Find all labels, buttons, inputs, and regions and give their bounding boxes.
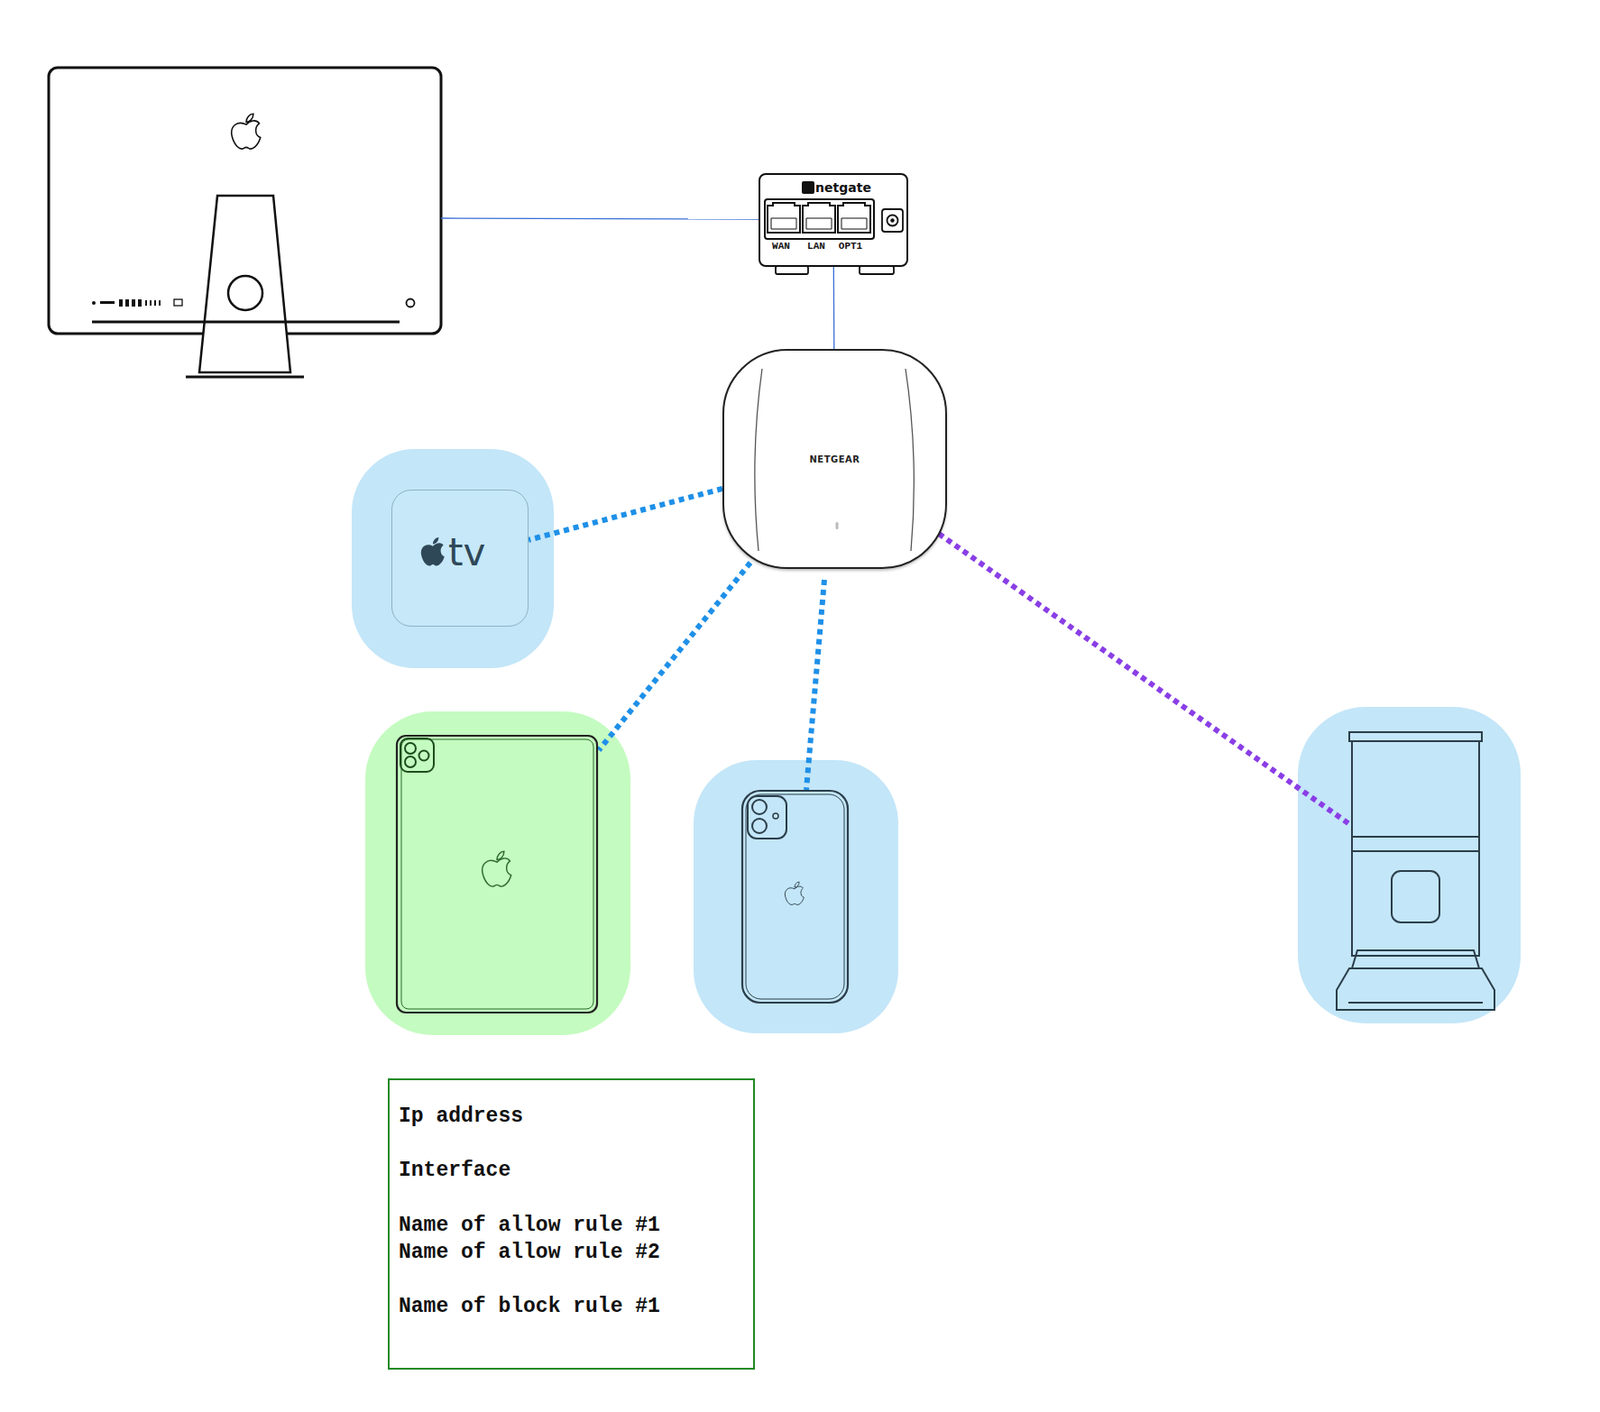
brand-label: netgate [760, 180, 911, 195]
wifi-link [938, 533, 1352, 827]
camera-lens [404, 756, 416, 768]
wifi-link [806, 579, 825, 791]
network-link [528, 488, 723, 541]
port-panel [764, 199, 874, 240]
device-label: tv [448, 530, 486, 575]
port-label: LAN [807, 240, 826, 252]
note-line: Ip address [398, 1104, 524, 1129]
note-line: Name of allow rule #2 [398, 1241, 661, 1265]
firewall-box: netgateWAN LAN OPT1 [758, 173, 909, 267]
ipad-edge [401, 739, 594, 1010]
camera-bump [747, 796, 787, 839]
power-button [406, 299, 415, 308]
apple-logo [482, 851, 512, 887]
device-halo [693, 760, 899, 1034]
ap-contour [754, 368, 763, 552]
ipad-outline [396, 735, 598, 1013]
iphone-edge [745, 794, 845, 1000]
device-halo [1297, 707, 1521, 1024]
device-halo [365, 711, 631, 1036]
imac-stand [199, 195, 291, 373]
rj45-pins [841, 218, 867, 230]
camera-flash [772, 813, 779, 819]
rj45-port [802, 202, 836, 233]
camera-lens [404, 743, 416, 755]
apple-logo [421, 537, 445, 566]
iphone-outline [742, 790, 848, 1003]
imac-hole [228, 275, 263, 311]
wifi-link [598, 562, 751, 751]
apple-logo [784, 882, 804, 905]
apple-logo [231, 113, 261, 149]
power-jack [887, 215, 899, 227]
router-foot [859, 266, 894, 275]
rj45-port [837, 202, 871, 233]
pet-feeder [1336, 732, 1495, 1011]
brand-mark [801, 181, 815, 194]
router-foot [775, 266, 809, 275]
note-line: Interface [398, 1158, 511, 1183]
brand-label: NETGEAR [724, 454, 946, 465]
note-line: Name of allow rule #1 [398, 1213, 661, 1238]
imac-vent [91, 321, 400, 324]
power-jack [882, 209, 903, 232]
camera-lens [419, 751, 430, 762]
rj45-pins [771, 218, 797, 230]
power-jack [890, 218, 894, 222]
ethernet-wire [441, 218, 759, 220]
camera-lens [752, 818, 767, 834]
note-box: Ip addressInterfaceName of allow rule #1… [387, 1078, 755, 1371]
port-label: OPT1 [838, 240, 863, 252]
rj45-pins [806, 218, 832, 230]
port-label: WAN [772, 240, 791, 252]
camera-bump [400, 738, 434, 773]
note-line: Name of block rule #1 [398, 1295, 661, 1319]
camera-lens [752, 800, 767, 815]
network-link [833, 266, 836, 350]
rj45-port [767, 202, 800, 233]
device-halo [351, 449, 554, 669]
ap-contour [905, 368, 914, 552]
imac-base [185, 376, 304, 379]
apple-tv-box: tv [391, 489, 529, 627]
status-led [836, 522, 839, 530]
imac-ports [91, 299, 183, 307]
access-point: NETGEAR [722, 349, 948, 570]
